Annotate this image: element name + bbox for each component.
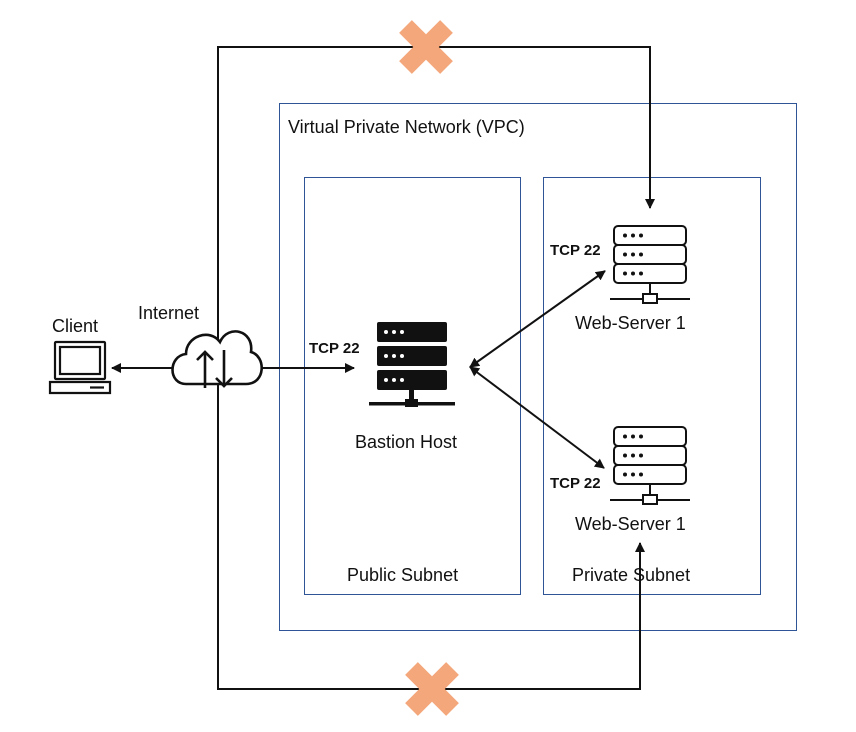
blocked-x-icon (399, 20, 453, 74)
cloud-upload-download-icon (171, 330, 263, 388)
bastion-webserver-bottom-connection (469, 366, 605, 469)
private-subnet-label: Private Subnet (572, 565, 691, 585)
bastion-webserver-top-connection (469, 270, 606, 368)
internet-label: Internet (138, 303, 200, 323)
web-server-bottom-label: Web-Server 1 (575, 514, 686, 534)
bastion-port-label: TCP 22 (309, 340, 360, 357)
server-outline-icon (610, 225, 690, 304)
laptop-icon (48, 340, 112, 395)
public-subnet-label: Public Subnet (347, 565, 459, 585)
client-label: Client (52, 316, 99, 336)
web-server-bottom-port-label: TCP 22 (550, 475, 601, 492)
vpc-label: Virtual Private Network (VPC) (288, 117, 525, 137)
web-server-top-port-label: TCP 22 (550, 242, 601, 259)
bastion-host-label: Bastion Host (355, 432, 458, 452)
blocked-route-bottom (217, 385, 645, 690)
blocked-route-top (217, 46, 655, 340)
server-rack-icon (369, 322, 455, 407)
web-server-top-label: Web-Server 1 (575, 313, 686, 333)
server-outline-icon (610, 426, 690, 505)
blocked-x-icon (405, 662, 459, 716)
